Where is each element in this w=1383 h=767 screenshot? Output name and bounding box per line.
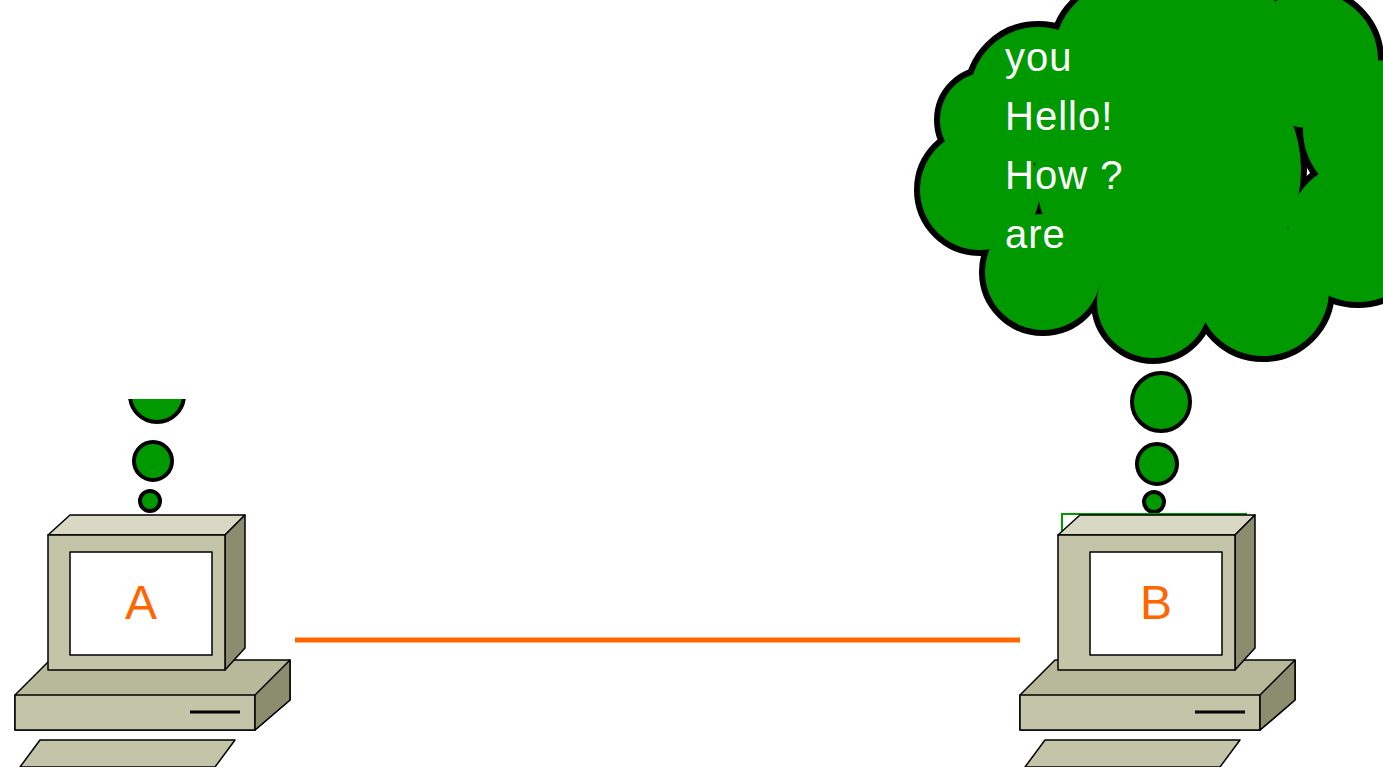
network-link [295,638,1020,643]
thought-cloud: youHello! How ? are [918,0,1383,360]
message-word: you [1005,34,1073,80]
host-label: A [70,577,212,629]
thought-bubbles [1132,373,1190,512]
message-word: How ? [1005,152,1123,198]
message-word: Hello! [1005,93,1113,139]
message-word: are [1005,211,1066,257]
thought-bubbles [130,368,184,511]
computer: B [1020,515,1295,767]
host-label: B [1090,577,1222,629]
computer-illustration [15,515,290,767]
computer-illustration [1020,515,1295,767]
cloud-outline [918,0,1383,360]
computer: A [15,515,290,767]
